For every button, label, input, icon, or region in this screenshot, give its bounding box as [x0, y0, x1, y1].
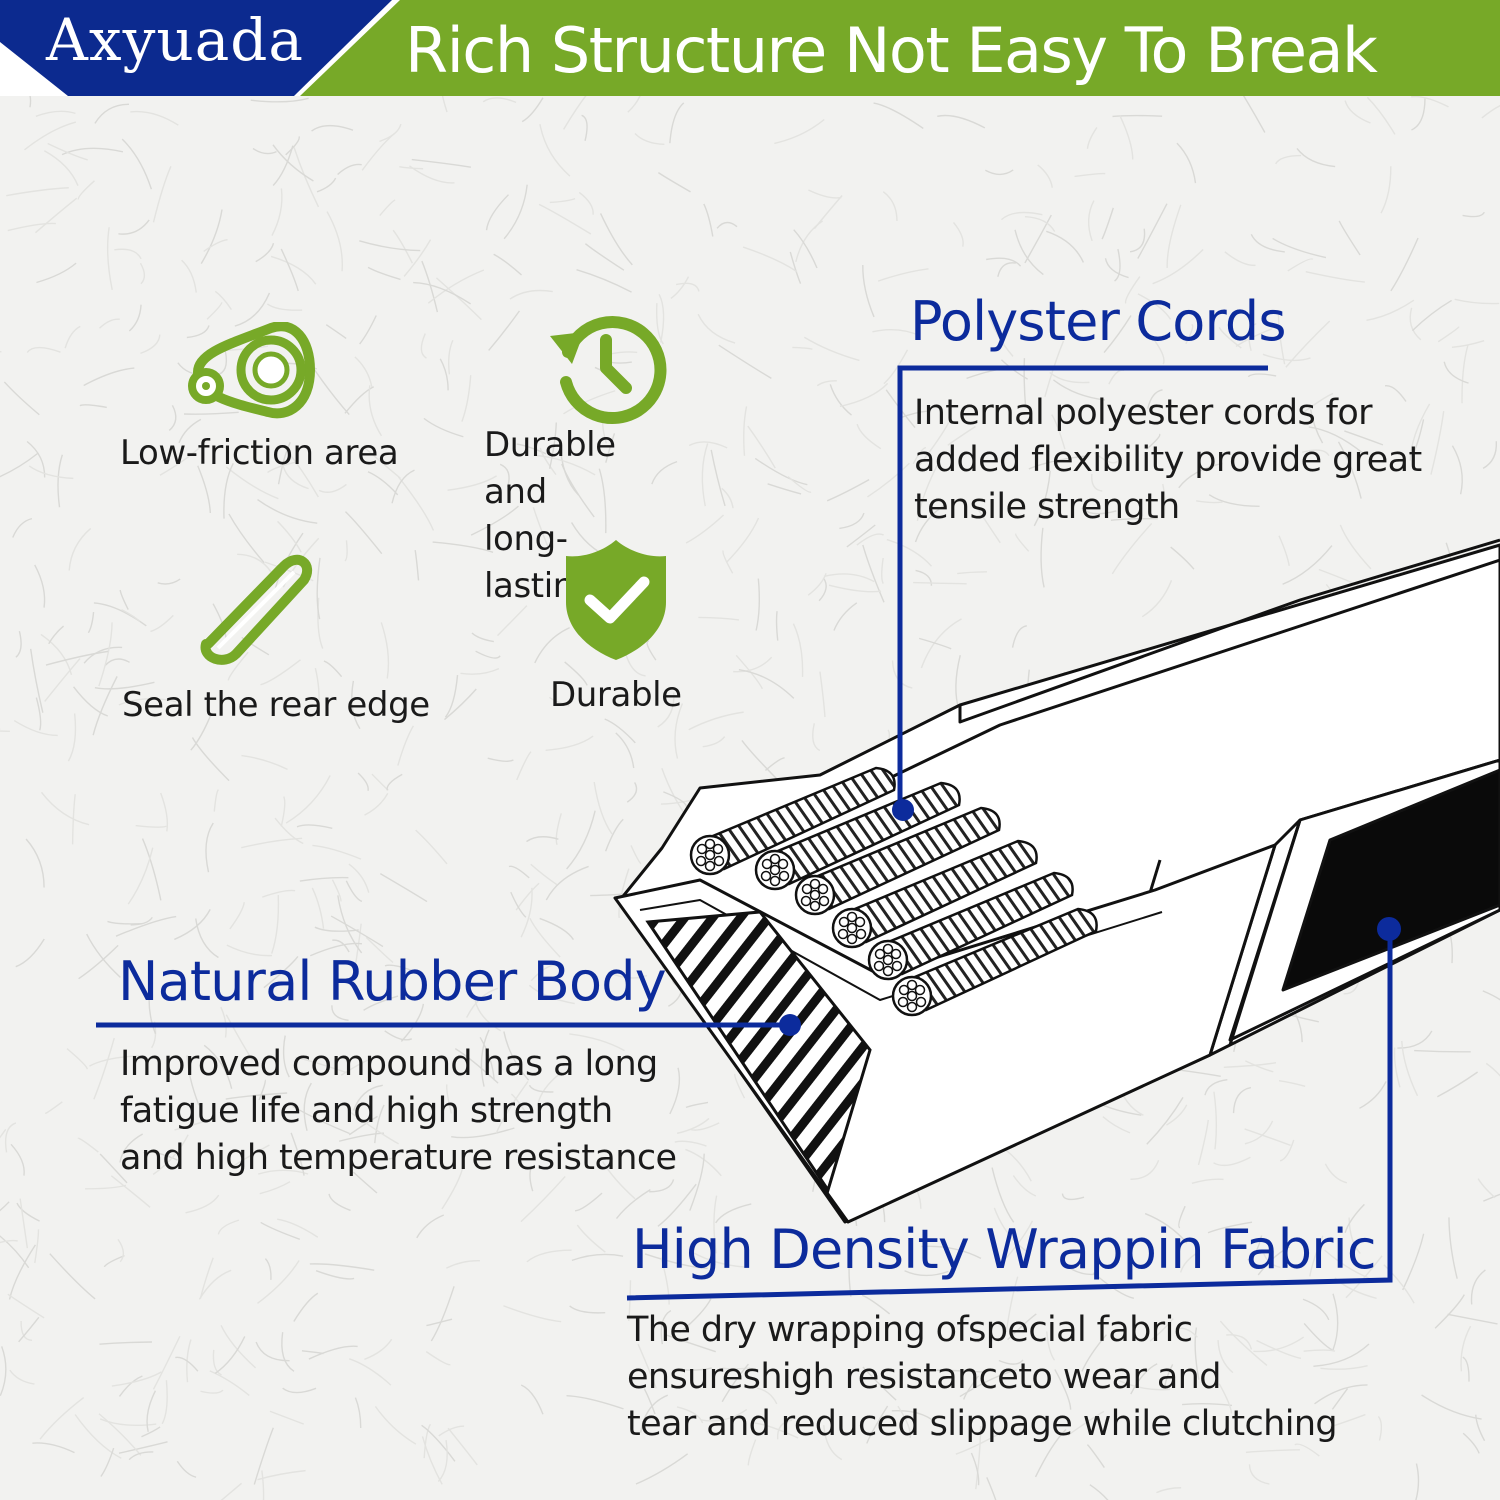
polyester-marker-dot: [892, 799, 914, 821]
rubber-body-title: Natural Rubber Body: [118, 950, 667, 1013]
brand-logo: Axyuada: [46, 6, 305, 74]
feature-label: Low-friction area: [120, 433, 399, 473]
header-banner: Axyuada Rich Structure Not Easy To Break: [0, 0, 1500, 96]
rubber-body-description: Improved compound has a long fatigue lif…: [120, 1044, 677, 1178]
fabric-leader-line: [626, 930, 1393, 1301]
shield-check-icon: [566, 540, 666, 660]
clock-history-icon: [550, 316, 667, 425]
brand-background: [0, 0, 392, 96]
feature-label: Seal the rear edge: [122, 685, 430, 725]
cord: [831, 839, 1038, 949]
belt-pulley-icon: [188, 322, 316, 419]
paperclip-icon: [200, 555, 313, 665]
cord: [689, 766, 896, 876]
page-title: Rich Structure Not Easy To Break: [405, 14, 1378, 87]
polyester-cords-description: Internal polyester cords for added flexi…: [914, 393, 1422, 527]
belt-underside: [1281, 768, 1500, 992]
feature-label: Durable: [550, 675, 682, 715]
wrapping-fabric-description: The dry wrapping ofspecial fabric ensure…: [627, 1310, 1338, 1444]
header-shapes: [0, 0, 1500, 96]
rubber-core-hatching: [645, 910, 872, 1194]
polyester-cords-title: Polyster Cords: [910, 290, 1287, 353]
rubber-marker-dot: [779, 1014, 801, 1036]
fabric-marker-dot: [1377, 917, 1401, 941]
cord: [867, 871, 1074, 981]
wrapping-fabric-title: High Density Wrappin Fabric: [632, 1218, 1377, 1281]
cord: [891, 907, 1098, 1017]
brand-corner-stripe: [0, 0, 68, 96]
polyester-leader-line: [897, 365, 1268, 810]
cord: [794, 806, 1001, 916]
